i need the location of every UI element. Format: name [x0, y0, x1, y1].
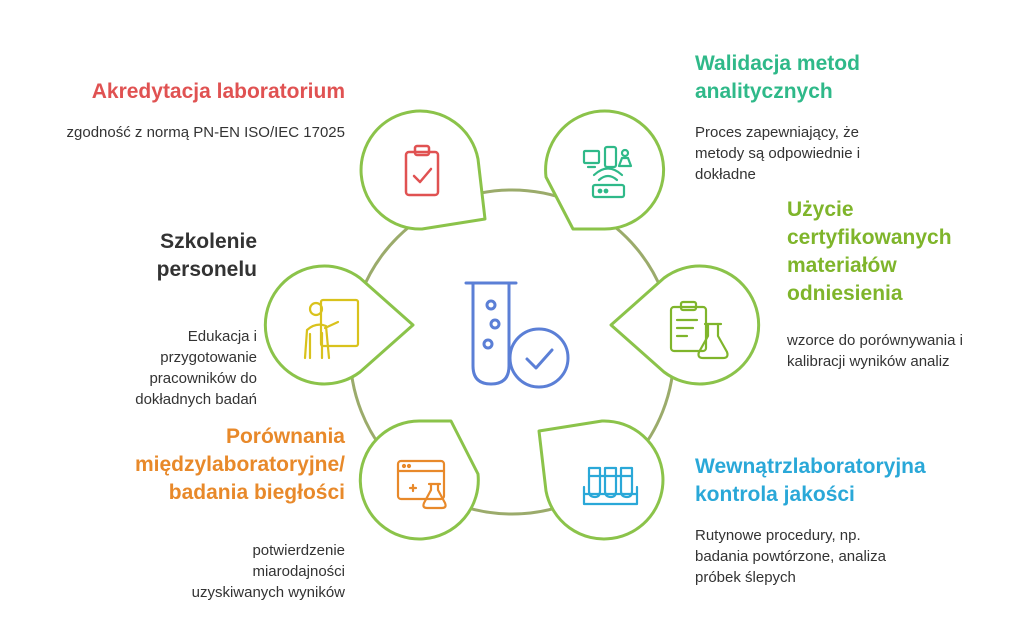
clipboard-check-icon	[404, 144, 440, 197]
item-walidacja-title: Walidacja metod analitycznych	[695, 52, 860, 103]
item-szkolenie: Szkolenie personelu	[100, 228, 257, 284]
leaf-wewnatrz	[537, 419, 665, 541]
item-szkolenie-desc-wrap: Edukacja i przygotowanie pracowników do …	[100, 326, 257, 410]
test-tubes-rack-icon	[582, 466, 639, 506]
item-porownania-desc-wrap: potwierdzenie miarodajności uzyskiwanych…	[175, 540, 345, 603]
item-porownania-title: Porównania międzylaboratoryjne/ badania …	[134, 425, 345, 504]
leaf-walidacja	[544, 109, 666, 231]
devices-router-icon	[582, 145, 633, 199]
item-akredytacja: Akredytacja laboratorium zgodność z norm…	[0, 78, 345, 143]
item-certyfikowane: Użycie certyfikowanych materiałów odnies…	[787, 196, 987, 372]
item-wewnatrz-desc: Rutynowe procedury, np. badania powtórzo…	[695, 527, 886, 586]
item-certyfikowane-title: Użycie certyfikowanych materiałów odnies…	[787, 198, 952, 305]
item-szkolenie-desc: Edukacja i przygotowanie pracowników do …	[135, 328, 257, 408]
item-porownania-desc: potwierdzenie miarodajności uzyskiwanych…	[191, 542, 345, 601]
item-akredytacja-desc: zgodność z normą PN-EN ISO/IEC 17025	[66, 124, 345, 141]
item-certyfikowane-desc: wzorce do porównywania i kalibracji wyni…	[787, 332, 963, 370]
leaf-certyfikowane	[609, 264, 761, 386]
teacher-board-icon	[303, 298, 360, 360]
leaf-akredytacja	[359, 109, 487, 231]
browser-flask-icon	[396, 459, 447, 510]
leaf-porownania	[358, 419, 480, 541]
item-walidacja-desc: Proces zapewniający, że metody są odpowi…	[695, 124, 861, 183]
clipboard-flask-icon	[669, 300, 729, 360]
item-walidacja: Walidacja metod analitycznych Proces zap…	[695, 50, 915, 185]
leaf-szkolenie	[263, 264, 415, 386]
item-wewnatrz-title: Wewnątrzlaboratoryjna kontrola jakości	[695, 455, 926, 506]
test-tube-check-icon	[464, 281, 570, 389]
item-porownania: Porównania międzylaboratoryjne/ badania …	[100, 423, 345, 507]
item-akredytacja-title: Akredytacja laboratorium	[91, 80, 345, 103]
item-wewnatrz: Wewnątrzlaboratoryjna kontrola jakości R…	[695, 453, 965, 588]
item-szkolenie-title: Szkolenie personelu	[156, 230, 257, 281]
